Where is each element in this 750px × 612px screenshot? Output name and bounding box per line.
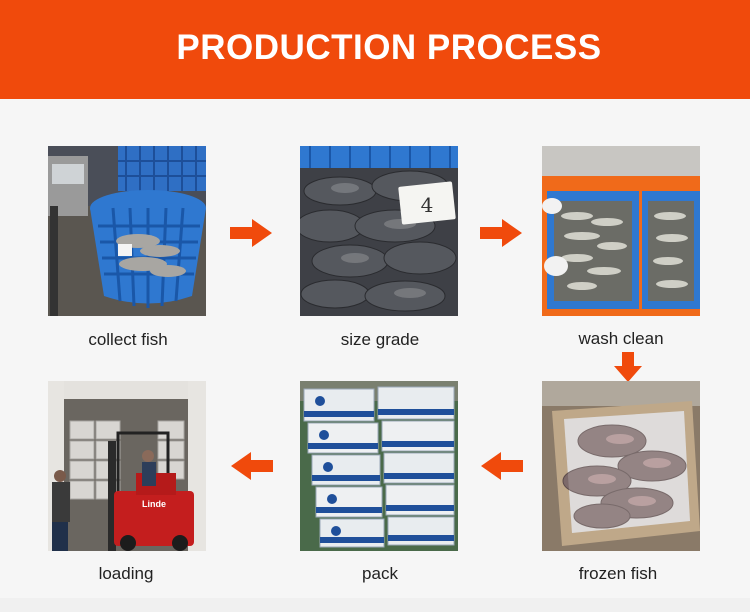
arrow-left-icon: [481, 452, 523, 480]
bottom-strip: [0, 598, 750, 612]
page-title: PRODUCTION PROCESS: [176, 27, 602, 67]
photo-wash-clean: [542, 146, 700, 316]
caption-pack: pack: [362, 564, 398, 583]
photo-size-grade: 4: [300, 146, 458, 316]
photo-collect-fish: [48, 146, 206, 316]
header-banner: PRODUCTION PROCESS: [0, 0, 750, 99]
photo-loading: Linde: [48, 381, 206, 551]
caption-size-grade: size grade: [340, 330, 420, 349]
forklift-brand-label: Linde: [142, 499, 166, 509]
caption-wash-clean: wash clean: [578, 329, 664, 348]
caption-frozen-fish: frozen fish: [578, 564, 658, 583]
arrow-down-icon: [614, 352, 642, 382]
arrow-right-icon: [230, 219, 272, 247]
photo-pack: [300, 381, 458, 551]
arrow-right-icon: [480, 219, 522, 247]
caption-loading: loading: [98, 564, 154, 583]
arrow-left-icon: [231, 452, 273, 480]
size-tag-text: 4: [421, 193, 434, 217]
photo-frozen-fish: [542, 381, 700, 551]
caption-collect-fish: collect fish: [88, 330, 168, 349]
